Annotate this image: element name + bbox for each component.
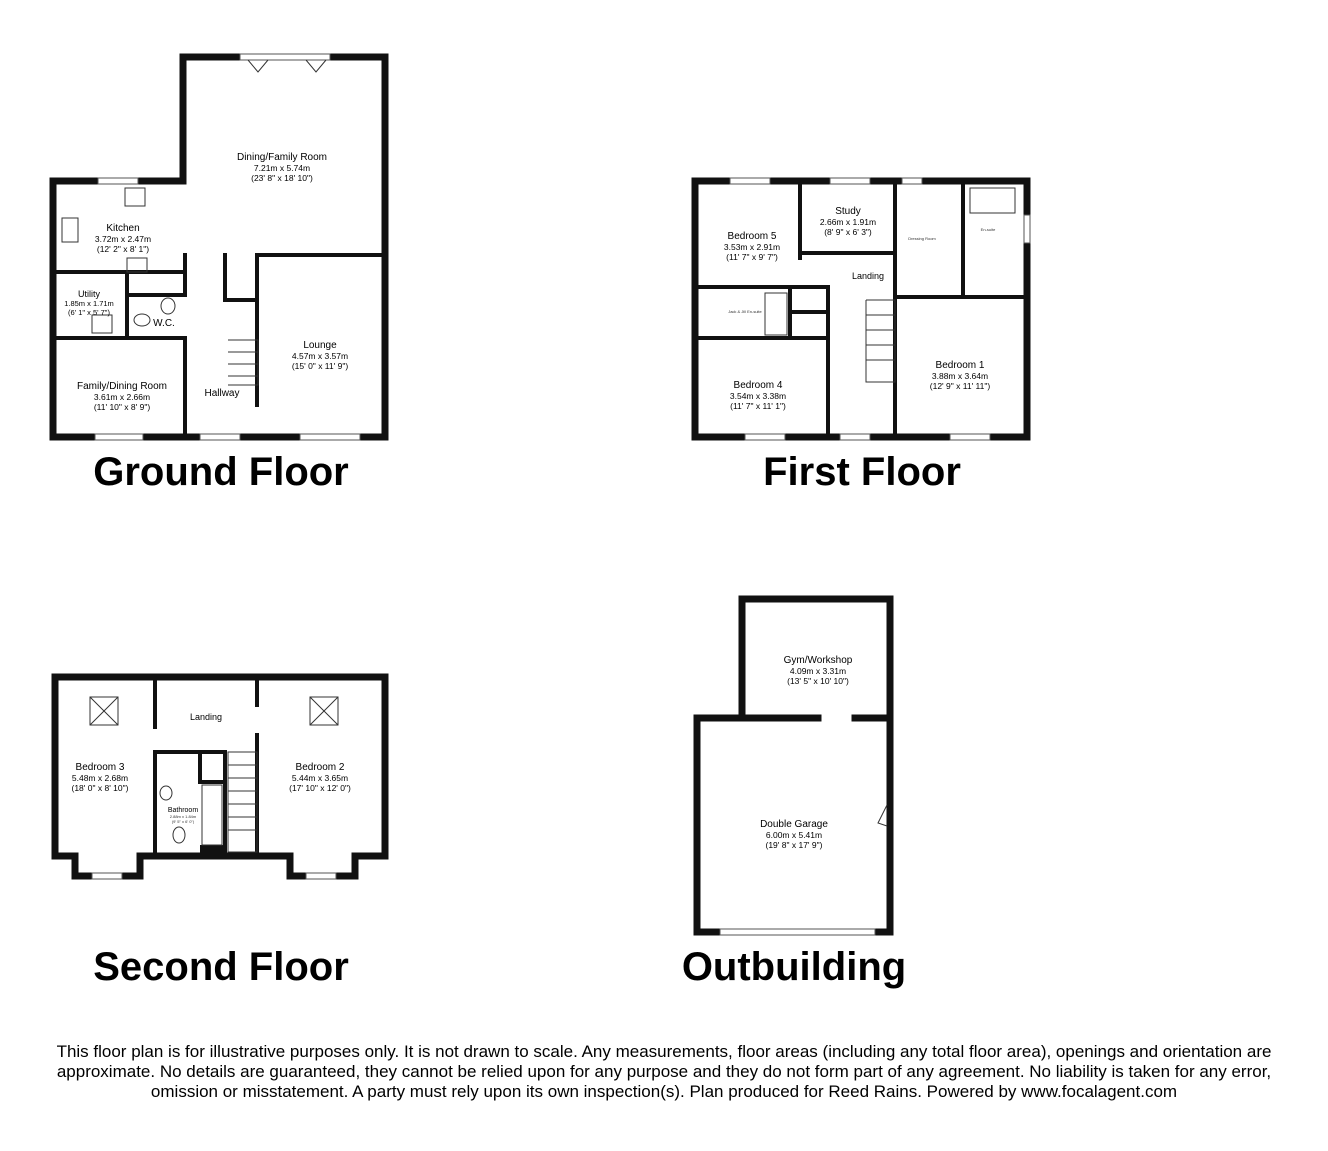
room-name: Bathroom — [168, 807, 199, 814]
room-dimensions: 3.53m x 2.91m — [724, 242, 780, 252]
room-dimensions: (11' 10" x 8' 9") — [94, 402, 151, 412]
room-name: Dressing Room — [908, 236, 936, 241]
room-dimensions: (13' 5" x 10' 10") — [787, 676, 849, 686]
room-name: Study — [835, 206, 861, 217]
room-dimensions: (19' 8" x 17' 9") — [765, 840, 822, 850]
room-name: Family/Dining Room — [77, 381, 167, 392]
room-name: Bedroom 1 — [936, 360, 985, 371]
room-name: Landing — [852, 271, 884, 281]
room-name: En-suite — [981, 227, 996, 232]
room-dimensions: (11' 7" x 11' 1") — [730, 401, 786, 411]
room-name: Gym/Workshop — [784, 655, 853, 666]
room-dimensions: 3.54m x 3.38m — [730, 391, 786, 401]
room-name: Hallway — [204, 388, 239, 399]
room-name: Kitchen — [106, 223, 139, 234]
room-dimensions: 1.85m x 1.71m — [64, 299, 114, 308]
room-dimensions: 2.88m x 1.84m — [170, 814, 197, 819]
room-dimensions: 5.48m x 2.68m — [72, 773, 128, 783]
room-dimensions: 7.21m x 5.74m — [254, 163, 310, 173]
room-dimensions: (12' 2" x 8' 1") — [97, 244, 149, 254]
room-dimensions: (18' 0" x 8' 10") — [71, 783, 128, 793]
room-name: W.C. — [153, 318, 175, 329]
room-name: Bedroom 2 — [296, 762, 345, 773]
room-dimensions: 3.61m x 2.66m — [94, 392, 150, 402]
room-dimensions: (23' 8" x 18' 10") — [251, 173, 313, 183]
room-dimensions: 5.44m x 3.65m — [292, 773, 348, 783]
disclaimer: This floor plan is for illustrative purp… — [56, 1042, 1272, 1101]
room-dimensions: 6.00m x 5.41m — [766, 830, 822, 840]
ground-floor-plan: Dining/Family Room 7.21m x 5.74m (23' 8"… — [49, 53, 389, 441]
second-floor-title: Second Floor — [93, 945, 349, 989]
room-dimensions: (6' 1" x 5' 7") — [68, 308, 110, 317]
room-dimensions: 4.57m x 3.57m — [292, 351, 348, 361]
room-name: Utility — [78, 289, 100, 299]
room-dimensions: (12' 9" x 11' 11") — [930, 381, 991, 391]
outbuilding-title: Outbuilding — [681, 945, 907, 989]
second-floor-plan: Bedroom 3 5.48m x 2.68m (18' 0" x 8' 10"… — [51, 673, 389, 880]
room-dimensions: 3.72m x 2.47m — [95, 234, 151, 244]
outbuilding-plan: Gym/Workshop 4.09m x 3.31m (13' 5" x 10'… — [693, 595, 894, 936]
first-floor-plan: Bedroom 5 3.53m x 2.91m (11' 7" x 9' 7")… — [691, 177, 1031, 441]
room-name: Double Garage — [760, 819, 828, 830]
room-dimensions: (15' 0" x 11' 9") — [292, 361, 349, 371]
room-name: Landing — [190, 712, 222, 722]
room-dimensions: (11' 7" x 9' 7") — [726, 252, 778, 262]
room-dimensions: 4.09m x 3.31m — [790, 666, 846, 676]
room-name: Bedroom 4 — [734, 380, 783, 391]
first-floor-title: First Floor — [763, 450, 961, 494]
room-dimensions: (17' 10" x 12' 0") — [289, 783, 351, 793]
room-name: Jack & Jill En-suite — [728, 309, 762, 314]
room-dimensions: 3.88m x 3.64m — [932, 371, 988, 381]
room-dimensions: 2.66m x 1.91m — [820, 217, 876, 227]
room-name: Bedroom 5 — [728, 231, 777, 242]
room-name: Lounge — [303, 340, 337, 351]
room-name: Bedroom 3 — [76, 762, 125, 773]
ground-floor-title: Ground Floor — [93, 450, 349, 494]
room-dimensions: (9' 5" x 6' 0") — [172, 819, 195, 824]
room-dimensions: (8' 9" x 6' 3") — [824, 227, 872, 237]
room-name: Dining/Family Room — [237, 152, 327, 163]
